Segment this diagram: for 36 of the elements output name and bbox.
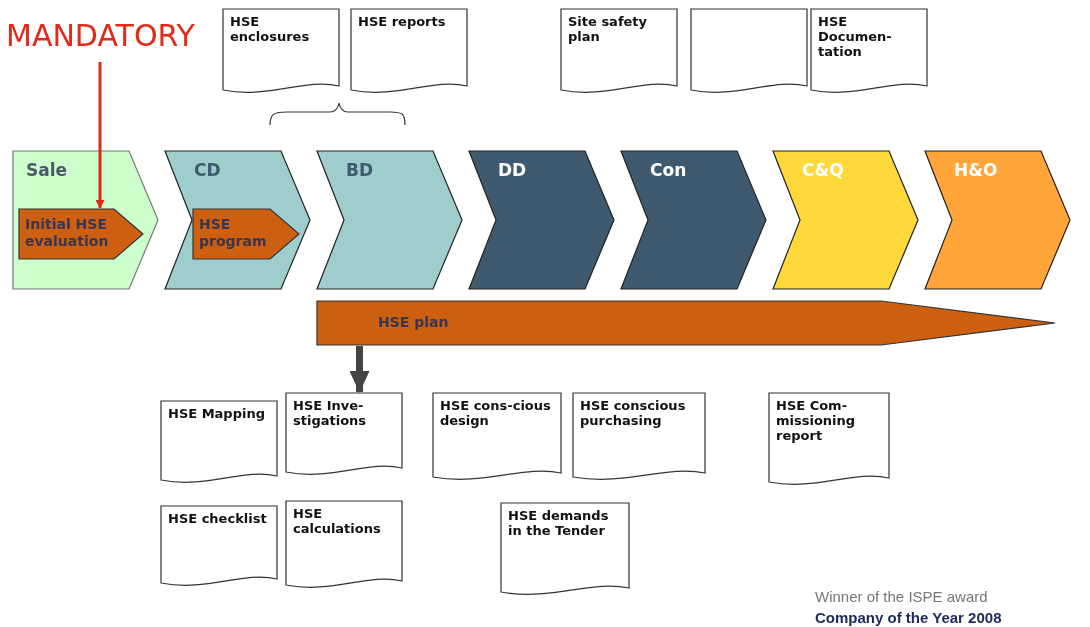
award-title: Company of the Year 2008	[815, 609, 1002, 626]
phase-label: BD	[346, 160, 374, 180]
arrow-label: HSE plan	[378, 314, 449, 331]
phase-band	[164, 150, 311, 290]
mandatory-note: MANDATORY	[6, 18, 195, 53]
phase-band	[12, 150, 159, 290]
phase-label: Sale	[26, 160, 68, 180]
phase-band	[924, 150, 1071, 290]
phase-label: CD	[194, 160, 221, 180]
process-arrow	[316, 300, 1056, 346]
phase-band	[620, 150, 767, 290]
arrow-label: HSE program	[199, 216, 268, 250]
document-title: HSE cons-cious design	[440, 398, 552, 428]
arrow	[349, 346, 370, 393]
document-title: HSE calculations	[293, 506, 382, 536]
process-arrow	[192, 208, 300, 260]
arrow	[95, 62, 105, 209]
document-title: HSE reports	[358, 14, 447, 29]
phase-label: H&O	[954, 160, 998, 180]
phase-label: Con	[650, 160, 687, 180]
document-title: HSE Documen- tation	[818, 14, 893, 59]
document-title: HSE Mapping	[168, 406, 266, 421]
document-title: HSE Inve- stigations	[293, 398, 368, 428]
phase-label: C&Q	[802, 160, 844, 180]
phase-band	[468, 150, 615, 290]
document-title: HSE demands in the Tender	[508, 508, 610, 538]
phase-band	[316, 150, 463, 290]
document-title: Site safety plan	[568, 14, 649, 44]
phase-band	[772, 150, 919, 290]
document-title: HSE enclosures	[230, 14, 311, 44]
document-title: HSE conscious purchasing	[580, 398, 687, 428]
arrow-label: Initial HSE evaluation	[25, 216, 110, 250]
award-note: Winner of the ISPE award	[815, 588, 988, 605]
document-title: HSE checklist	[168, 511, 268, 526]
phase-label: DD	[498, 160, 527, 180]
document-title: HSE Com- missioning report	[776, 398, 857, 443]
